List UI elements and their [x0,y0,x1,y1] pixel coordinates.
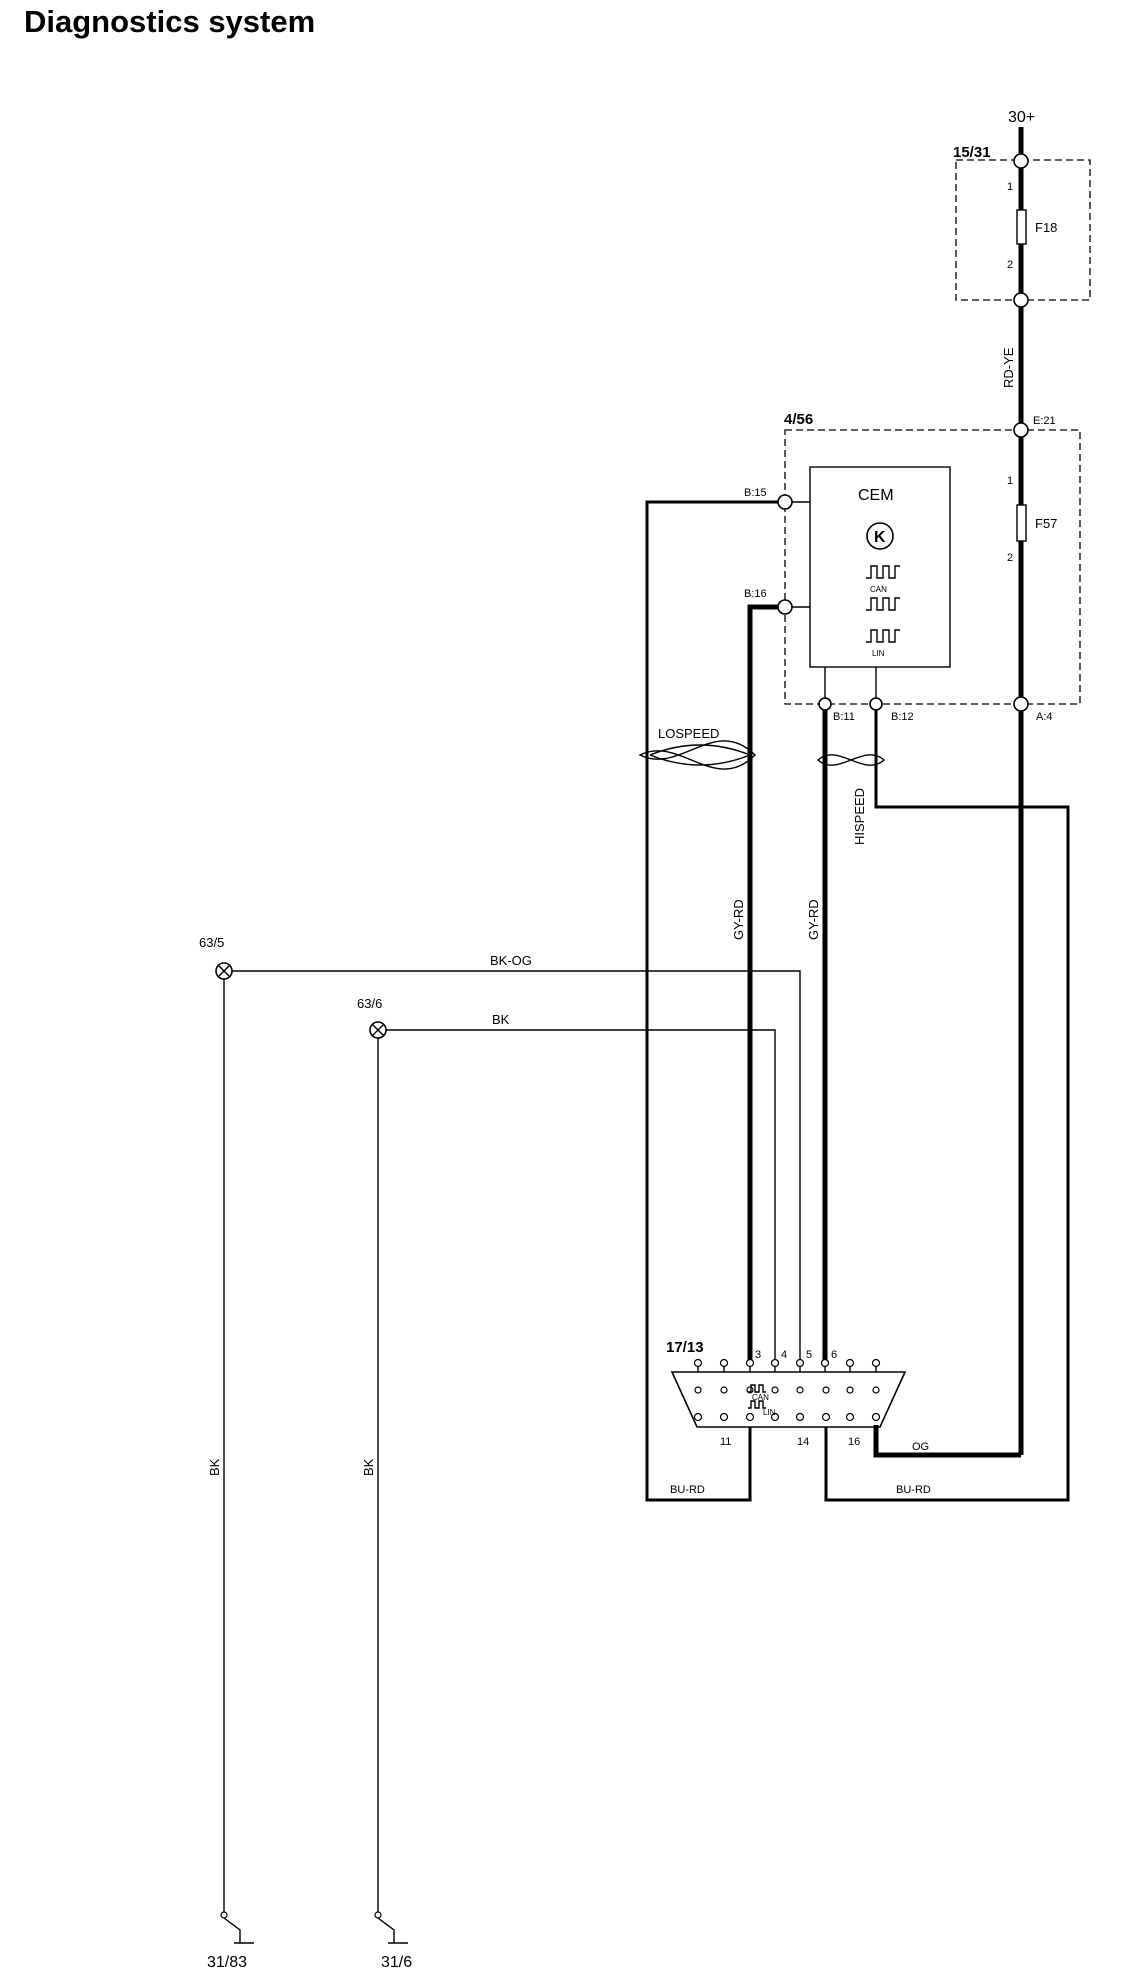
lospeed-twist-symbol [638,740,756,770]
connector-b15: B:15 [744,487,767,499]
fuse-f18-symbol [1016,209,1027,245]
ground-31-6-icon [374,1911,408,1944]
fuse-box-ref: 15/31 [953,144,991,161]
connector-b16: B:16 [744,588,767,600]
dlc-pin-16: 16 [848,1436,860,1448]
dlc-pin-4: 4 [781,1349,787,1361]
connector-e21: E:21 [1033,415,1056,427]
f18-pin-in: 1 [1007,181,1013,193]
wire-color-gy-rd-left: GY-RD [731,899,746,940]
wire-color-bk-og: BK-OG [490,953,532,968]
dlc-pin-14: 14 [797,1436,809,1448]
connector-b12: B:12 [891,711,914,723]
cem-can-label: CAN [870,585,887,594]
fuse-box-node-bottom [1013,292,1029,308]
cem-module-outline [784,429,1081,705]
f18-pin-out: 2 [1007,259,1013,271]
bu-rd-wire-left [645,500,785,1502]
dlc-top-pins [693,1358,881,1372]
page-title: Diagnostics system [24,4,316,39]
node-b11 [818,697,832,711]
lospeed-label: LOSPEED [658,726,719,741]
can-bus-icon [866,565,900,611]
bk-og-wire [224,970,801,1360]
dlc-pin-6: 6 [831,1349,837,1361]
ground-31-83-icon [220,1911,254,1944]
node-b15 [777,494,793,510]
node-b12 [869,697,883,711]
fuse-f57-symbol [1016,504,1027,542]
dlc-pin-11: 11 [720,1436,731,1448]
cem-module-ref: 4/56 [784,411,813,428]
ground-point-63-6: 63/6 [357,996,382,1011]
fuse-box-node-top [1013,153,1029,169]
wire-color-bu-rd-left: BU-RD [670,1484,705,1496]
node-a4 [1013,696,1029,712]
wire-color-bk-left: BK [207,1458,222,1476]
bu-rd-wire-right [824,704,1070,1502]
dlc-pin-5: 5 [806,1349,812,1361]
lin-bus-icon [866,629,900,643]
bk-wire-pin4 [378,1029,776,1360]
wire-color-bu-rd-right: BU-RD [896,1484,931,1496]
k-bus-label: K [874,529,886,546]
wire-color-og: OG [912,1441,929,1453]
wire-color-rd-ye: RD-YE [1001,347,1016,388]
ground-31-6-label: 31/6 [381,1954,412,1971]
ground-point-63-5: 63/5 [199,935,224,950]
node-e21 [1013,422,1029,438]
node-b16 [777,599,793,615]
cem-name: CEM [858,487,894,504]
k-bus-icon [866,522,894,550]
f57-pin-out: 2 [1007,552,1013,564]
cem-lin-label: LIN [872,649,885,658]
fuse-f18-label: F18 [1035,220,1057,235]
wire-color-bk-right: BK [361,1458,376,1476]
fuse-f57-label: F57 [1035,516,1057,531]
ground-31-83-label: 31/83 [207,1954,247,1971]
dlc-bottom-pins [693,1412,881,1422]
connector-b11: B:11 [833,711,855,723]
dlc-inner-pins [694,1386,880,1394]
f57-pin-in: 1 [1007,475,1013,487]
wire-color-gy-rd-right: GY-RD [806,899,821,940]
dlc-bus-icons [748,1384,766,1409]
dlc-pin-3: 3 [755,1349,761,1361]
cem-box [809,466,951,668]
ground-point-63-6-icon [369,1021,387,1039]
dlc-connector-body [670,1371,907,1428]
dlc-ref: 17/13 [666,1339,704,1356]
connector-a4: A:4 [1036,711,1053,723]
power-label: 30+ [1008,109,1035,126]
hispeed-twist-symbol [816,754,886,766]
ground-point-63-5-icon [215,962,233,980]
dlc-lin-label: LIN [763,1408,776,1417]
hispeed-label: HISPEED [852,788,867,845]
gy-rd-wire-lospeed [747,604,785,1360]
dlc-can-label: CAN [752,1393,769,1402]
wire-color-bk-pin4: BK [492,1012,510,1027]
og-wire-pin16 [873,1425,900,1458]
